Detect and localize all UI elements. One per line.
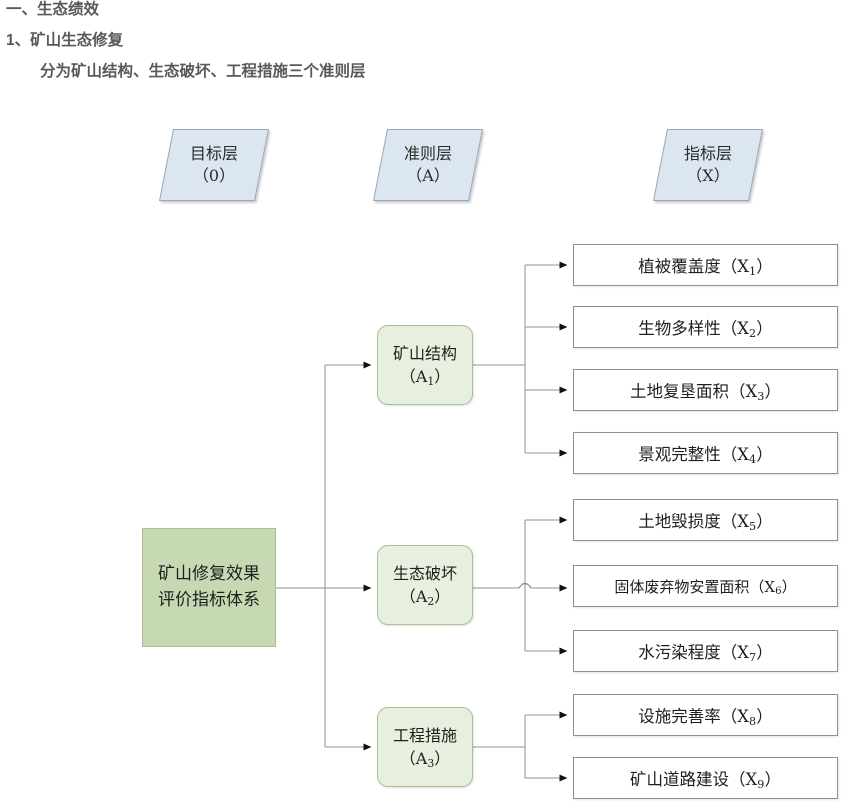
layer-header-criteria: 准则层 （A）: [373, 129, 483, 201]
goal-node[interactable]: 矿山修复效果评价指标体系: [142, 528, 276, 647]
layer-header-goal-code: （0）: [192, 166, 236, 185]
indicator-node-x8-name: 设施完善率: [638, 707, 721, 726]
indicator-node-x4[interactable]: 景观完整性（X4）: [573, 432, 838, 474]
layer-header-criteria-name: 准则层: [403, 144, 452, 164]
criteria-node-a1-code: （A1）: [399, 367, 451, 389]
indicator-node-x5-name: 土地毁损度: [638, 512, 721, 531]
layer-header-indicator: 指标层 （X）: [653, 129, 763, 201]
indicator-node-x9[interactable]: 矿山道路建设（X9）: [573, 757, 838, 799]
indicator-node-x6[interactable]: 固体废弃物安置面积（X6）: [573, 565, 838, 607]
indicator-node-x1-code: （X1）: [720, 257, 773, 279]
indicator-node-x1-name: 植被覆盖度: [638, 257, 721, 276]
layer-header-goal-name: 目标层: [189, 144, 238, 164]
indicator-node-x1[interactable]: 植被覆盖度（X1）: [573, 244, 838, 286]
indicator-node-x2-name: 生物多样性: [638, 319, 721, 338]
criteria-node-a1-name: 矿山结构: [392, 343, 457, 363]
indicator-node-x3-name: 土地复垦面积: [630, 382, 730, 401]
heading-description: 分为矿山结构、生态破坏、工程措施三个准则层: [40, 63, 366, 80]
indicator-node-x7-code: （X7）: [720, 643, 773, 665]
indicator-node-x5-code: （X5）: [720, 512, 773, 534]
layer-header-goal: 目标层 （0）: [159, 129, 269, 201]
indicator-node-x7-name: 水污染程度: [638, 643, 721, 662]
criteria-node-a2-name: 生态破坏: [392, 563, 457, 583]
layer-header-indicator-name: 指标层: [683, 144, 732, 164]
goal-node-label: 矿山修复效果评价指标体系: [158, 564, 260, 610]
indicator-node-x7[interactable]: 水污染程度（X7）: [573, 630, 838, 672]
criteria-node-a3-name: 工程措施: [392, 725, 457, 745]
heading-section: 一、生态绩效: [6, 1, 100, 18]
indicator-node-x3[interactable]: 土地复垦面积（X3）: [573, 369, 838, 411]
criteria-node-a2-code: （A2）: [399, 587, 451, 609]
indicator-node-x9-code: （X9）: [729, 770, 781, 792]
criteria-node-a3[interactable]: 工程措施 （A3）: [377, 707, 473, 787]
criteria-node-a1[interactable]: 矿山结构 （A1）: [377, 325, 473, 405]
indicator-node-x8[interactable]: 设施完善率（X8）: [573, 694, 838, 736]
indicator-node-x2-code: （X2）: [720, 319, 773, 341]
indicator-node-x8-code: （X8）: [720, 707, 773, 729]
indicator-node-x9-name: 矿山道路建设: [630, 770, 730, 789]
indicator-node-x6-name: 固体废弃物安置面积: [614, 577, 750, 596]
indicator-node-x2[interactable]: 生物多样性（X2）: [573, 306, 838, 348]
criteria-node-a3-code: （A3）: [399, 749, 451, 771]
indicator-node-x4-code: （X4）: [720, 445, 773, 467]
criteria-node-a2[interactable]: 生态破坏 （A2）: [377, 545, 473, 625]
indicator-node-x5[interactable]: 土地毁损度（X5）: [573, 499, 838, 541]
indicator-node-x4-name: 景观完整性: [638, 445, 721, 464]
indicator-node-x6-code: （X6）: [749, 577, 797, 598]
heading-subsection: 1、矿山生态修复: [6, 32, 124, 49]
layer-header-indicator-code: （X）: [686, 166, 730, 185]
indicator-node-x3-code: （X3）: [729, 382, 781, 404]
layer-header-criteria-code: （A）: [406, 166, 450, 185]
